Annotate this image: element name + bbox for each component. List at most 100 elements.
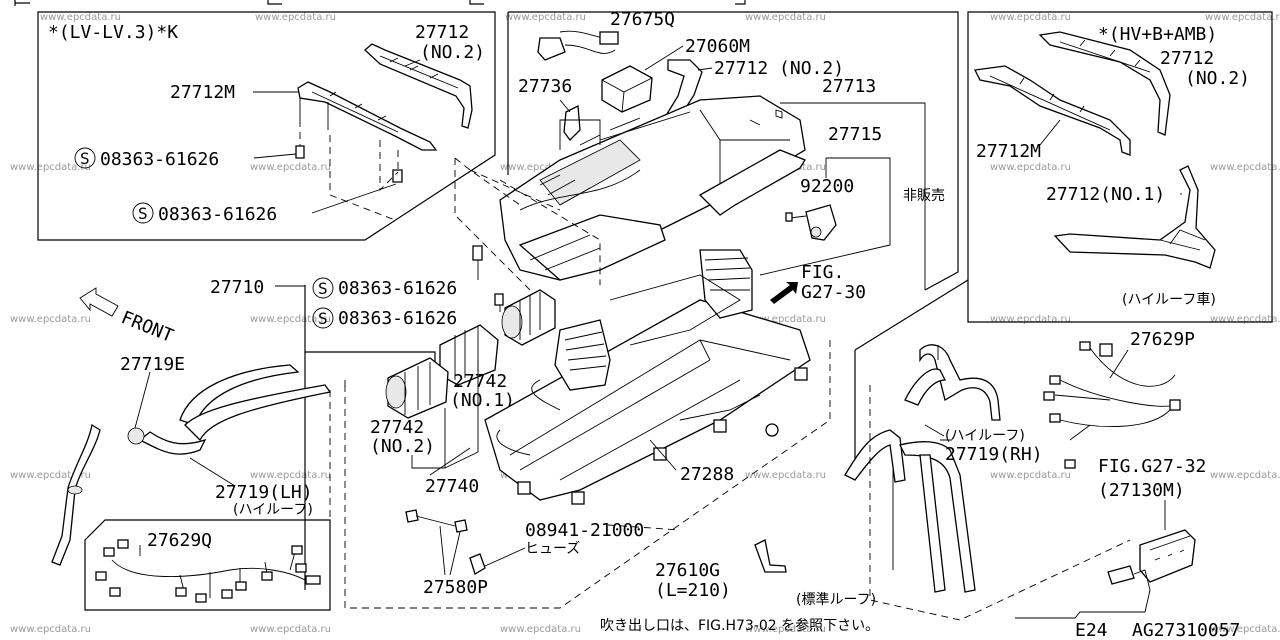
part-label-27719-rh: 27719(RH) [945,444,1043,465]
relay-27060m [601,65,653,113]
bracket-27712-no1 [1053,165,1216,269]
harness-27629q-box [84,519,331,611]
bracket-27712m-hv [974,65,1131,156]
watermark: www.epcdata.ru [990,314,1071,325]
part-label-fuse-number: 08941-21000 [525,520,644,541]
watermark: www.epcdata.ru [1210,162,1280,173]
part-label-bolt-3: 08363-61626 [338,278,457,299]
watermark: www.epcdata.ru [10,314,91,325]
watermark: www.epcdata.ru [250,470,331,481]
variant-label-lv: *(LV-LV.3)*K [48,22,178,43]
footer: 吹き出し口は、FIG.H73-02 を参照下さい。 E24 AG27310057 [600,617,1240,640]
bolt-icon [392,169,403,183]
front-label: FRONT [118,307,176,347]
watermark: www.epcdata.ru [10,162,91,173]
hose-27719-rh [919,344,1001,421]
part-label-27742-no2-sub: (NO.2) [370,436,435,457]
watermark: www.epcdata.ru [40,12,121,23]
duct-lower-section [518,214,666,281]
variant-label-hv: *(HV+B+AMB) [1098,24,1217,45]
bracket-27712-no2-inset [364,43,473,129]
hose-clamp [127,427,145,445]
fig-ref-label: FIG. [801,262,844,283]
standard-roof-label: (標準ルーフ) [796,592,876,608]
fig-ref-g27-32: FIG.G27-32 [1098,456,1206,477]
connector-icon [454,519,468,533]
top-edge-brackets [14,0,746,6]
standard-part-symbol [312,307,334,329]
part-label-27712-hv-sub: (NO.2) [1185,68,1250,89]
connector-icon [1079,341,1091,351]
watermark: www.epcdata.ru [990,162,1071,173]
part-label-bolt-1: 08363-61626 [100,149,219,170]
diagram-code: AG27310057 [1132,620,1240,640]
part-label-27610g-length: (L=210) [655,580,731,601]
part-label-92200: 92200 [800,176,854,197]
standard-part-symbol [132,202,154,224]
left-lower-group: FRONT 27719E 27719(LH) (ハイルーフ) 27629Q [51,287,346,611]
connector-icon [1107,565,1135,585]
front-arrow-icon [79,287,119,317]
hose-27719-rh-lh-c [919,454,946,593]
connector-icon [1049,413,1061,423]
connector-icon [405,509,419,523]
watermark: www.epcdata.ru [250,162,331,173]
part-label-27712m-hv: 27712M [976,141,1041,162]
clip-27736 [563,104,581,141]
part-label-27712: 27712 [415,22,469,43]
watermark: www.epcdata.ru [1210,314,1280,325]
fuse-icon [469,553,486,575]
part-label-27610g: 27610G [655,560,720,581]
connector-cluster [95,539,321,603]
part-label-27712-hv: 27712 [1160,48,1214,69]
part-label-27736: 27736 [518,76,572,97]
watermark: www.epcdata.ru [745,314,826,325]
part-label-27710: 27710 [210,277,264,298]
part-label-27629q: 27629Q [147,530,212,551]
watermark: www.epcdata.ru [10,624,91,635]
page-code: E24 [1075,620,1108,640]
part-label-27712-no1: 27712(NO.1) [1046,184,1165,205]
watermark: www.epcdata.ru [745,12,826,23]
duct-flange [698,149,806,216]
bolt-icon [295,145,305,159]
part-label-fuse-name: ヒューズ [525,541,580,557]
watermark: www.epcdata.ru [250,624,331,635]
part-label-27712-sub: (NO.2) [420,42,485,63]
hose-27719-lower [51,423,101,566]
part-label-27629p: 27629P [1130,329,1195,350]
part-label-27713: 27713 [822,76,876,97]
watermark: www.epcdata.ru [500,162,581,173]
footer-note: 吹き出し口は、FIG.H73-02 を参照下さい。 [600,617,879,634]
part-label-27580p: 27580P [423,577,488,598]
sensor-27715 [805,204,837,241]
standard-part-symbol [74,147,96,169]
svg-text:S: S [318,279,328,298]
duct-connector-block [554,319,611,391]
hose-27719-rh-lh-a [844,429,906,483]
connector-icon [1049,375,1061,385]
standard-part-symbol [312,277,334,299]
high-roof-vehicle-label: (ハイルーフ車) [1122,291,1216,308]
watermark: www.epcdata.ru [745,470,826,481]
part-label-27719e: 27719E [120,354,185,375]
part-label-27712m: 27712M [170,82,235,103]
watermark: www.epcdata.ru [1210,470,1280,481]
part-label-27715: 27715 [828,124,882,145]
connector-icon [1099,343,1113,357]
part-label-27742-no1: 27742 [453,371,507,392]
watermark: www.epcdata.ru [250,314,331,325]
svg-text:S: S [138,204,148,223]
main-assembly: 27675Q 27060M 27712 (NO.2) 27736 27713 2… [210,9,959,609]
connector-icon [1064,459,1076,469]
part-label-27742-no2: 27742 [370,417,424,438]
part-label-27675q: 27675Q [610,9,675,30]
part-label-27130m: (27130M) [1098,480,1185,501]
part-label-27740: 27740 [425,476,479,497]
right-lower-group: 27629P (ハイルーフ) 27719(RH) (標準ルーフ) FIG.G27… [796,279,1206,621]
watermark: www.epcdata.ru [505,12,586,23]
part-label-27060m: 27060M [685,36,750,57]
high-roof-label-lh: (ハイルーフ) [233,502,313,518]
bolt-icon [494,293,504,306]
